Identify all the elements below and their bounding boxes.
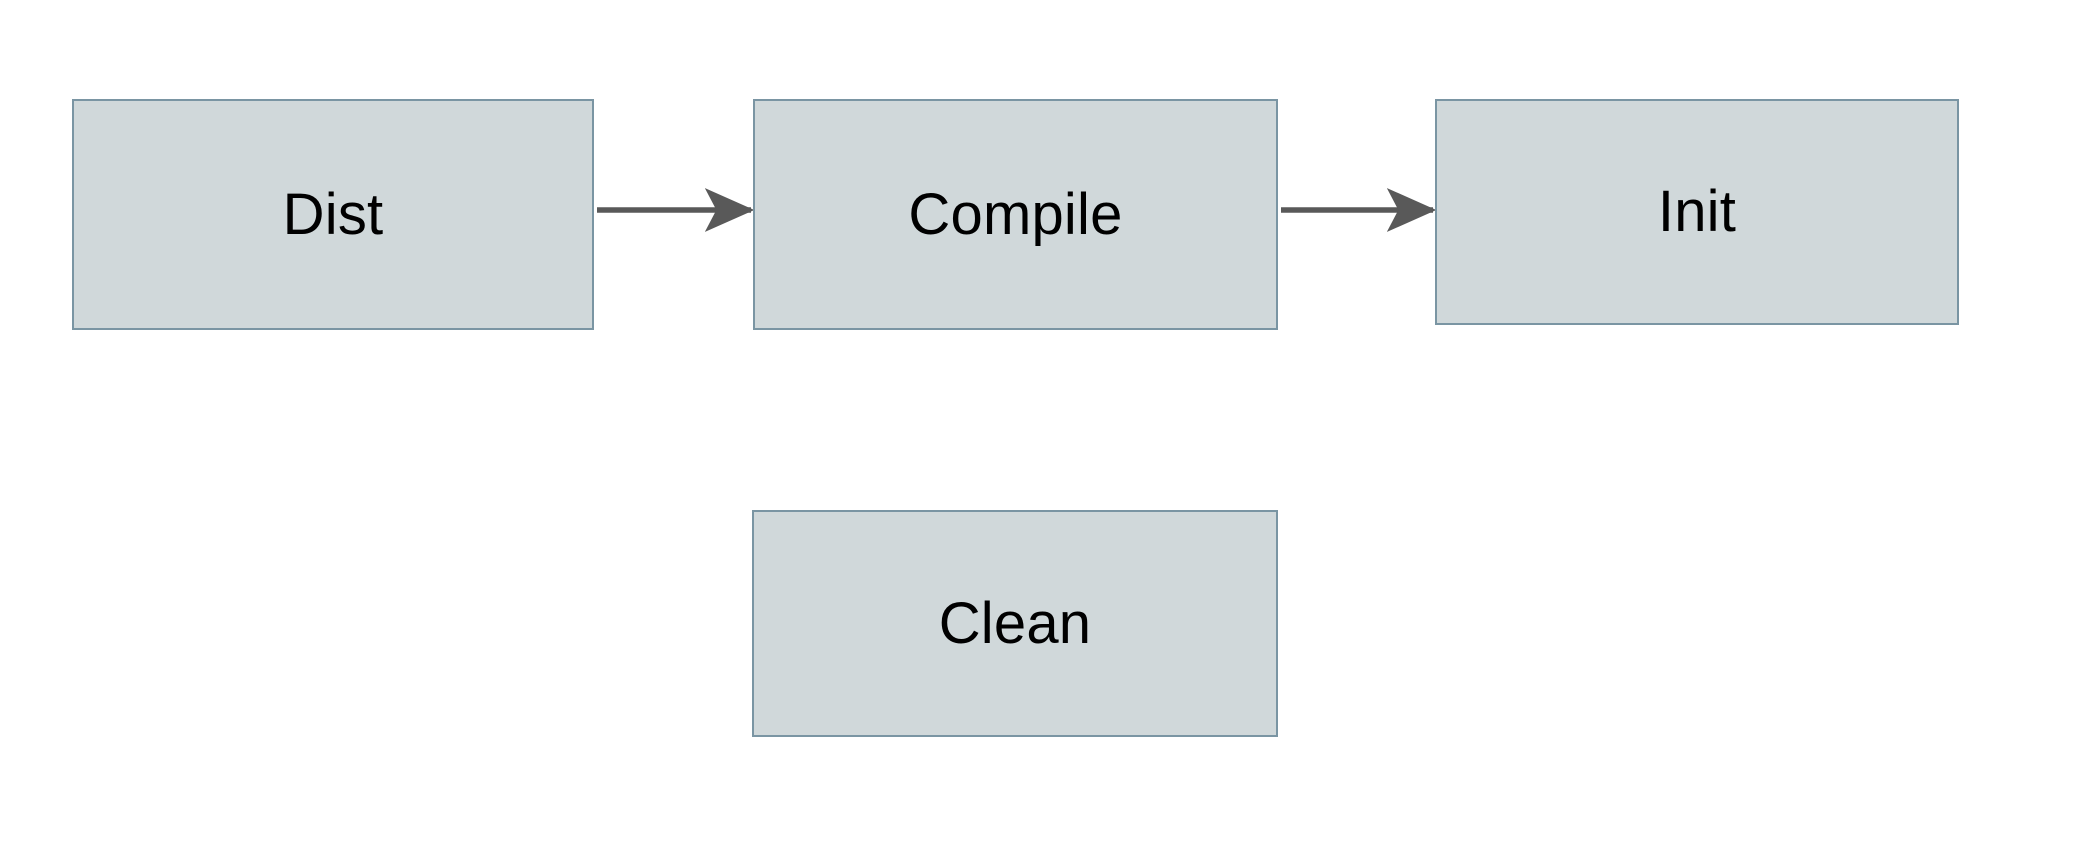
node-dist-label: Dist xyxy=(282,181,384,247)
node-compile[interactable]: Compile xyxy=(753,99,1278,330)
node-init-label: Init xyxy=(1657,179,1737,244)
node-compile-label: Compile xyxy=(908,181,1123,247)
node-clean-label: Clean xyxy=(938,590,1092,656)
node-dist[interactable]: Dist xyxy=(72,99,594,330)
node-clean[interactable]: Clean xyxy=(752,510,1278,737)
node-init[interactable]: Init xyxy=(1435,99,1959,325)
